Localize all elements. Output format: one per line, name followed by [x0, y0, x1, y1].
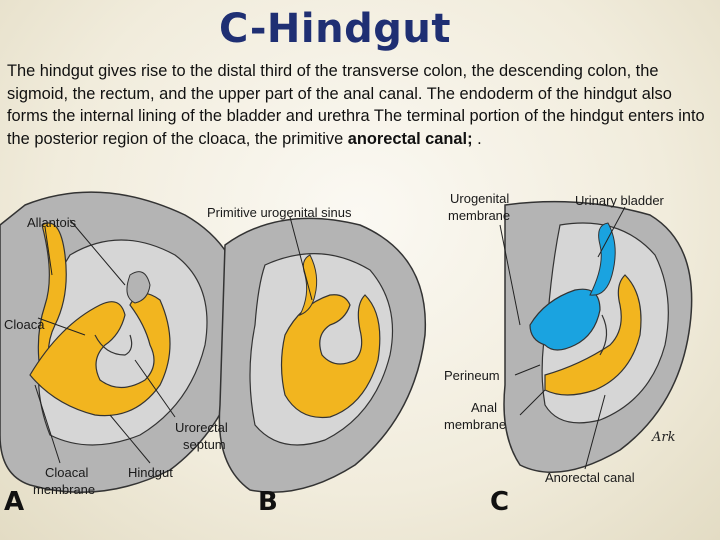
label-hindgut: Hindgut: [128, 465, 173, 480]
label-urorectal-septum-line2: septum: [183, 437, 226, 452]
body-text: The hindgut gives rise to the distal thi…: [7, 60, 713, 150]
label-urogenital-membrane-line2: membrane: [448, 208, 510, 223]
panel-b-drawing: [218, 217, 427, 493]
body-text-main: The hindgut gives rise to the distal thi…: [7, 62, 705, 148]
label-cloacal-membrane-line1: Cloacal: [45, 465, 88, 480]
label-perineum: Perineum: [444, 368, 500, 383]
label-anorectal-canal: Anorectal canal: [545, 470, 635, 485]
panel-a-drawing: [0, 191, 247, 493]
panel-label-c: C: [490, 487, 509, 517]
body-text-bold-term: anorectal canal;: [347, 129, 473, 148]
panel-c-drawing: [503, 200, 693, 474]
label-cloaca: Cloaca: [4, 317, 45, 332]
hindgut-figure: Allantois Cloaca Primitive urogenital si…: [0, 185, 720, 535]
label-cloacal-membrane-line2: membrane: [33, 482, 95, 497]
pointer-lines: [34, 206, 626, 470]
slide-title: C-Hindgut: [219, 6, 451, 52]
label-urogenital-membrane-line1: Urogenital: [450, 191, 509, 206]
body-text-end: .: [472, 129, 482, 148]
label-anal-membrane-line1: Anal: [471, 400, 497, 415]
label-allantois: Allantois: [27, 215, 77, 230]
label-anal-membrane-line2: membrane: [444, 417, 506, 432]
artist-signature: Ark: [651, 430, 676, 445]
panel-label-b: B: [258, 487, 278, 517]
panel-label-a: A: [4, 487, 24, 517]
label-urorectal-septum-line1: Urorectal: [175, 420, 228, 435]
label-primitive-urogenital-sinus: Primitive urogenital sinus: [207, 205, 352, 220]
hindgut-diagram: Allantois Cloaca Primitive urogenital si…: [0, 191, 693, 517]
label-urinary-bladder: Urinary bladder: [575, 193, 665, 208]
